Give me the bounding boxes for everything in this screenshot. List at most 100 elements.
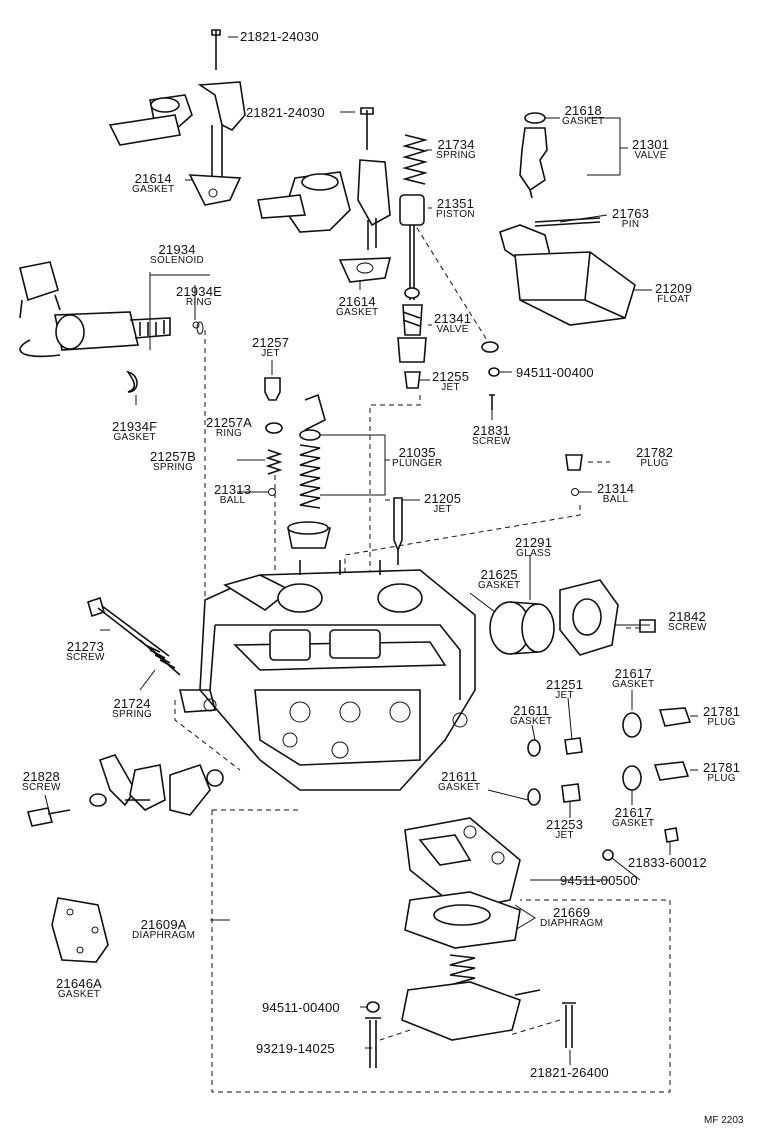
part-number: 94511-00500 [560,873,638,888]
part-name: GASKET [510,716,553,727]
carburetor-body [178,560,476,791]
part-label: 21934 SOLENOID [150,243,204,266]
part-label: 93219-14025 [256,1042,335,1055]
plunger [287,393,332,549]
part-name: JET [441,382,460,393]
part-label: 21255 JET [432,370,469,393]
part-name: GASKET [438,782,481,793]
part-label: 21669 DIAPHRAGM [540,906,603,929]
part-label: 21257A RING [206,416,252,439]
part-number: 21257B [150,449,197,464]
part-number: 21209 [655,281,693,296]
part-label: 21351 PISTON [436,197,475,220]
part-label: 21734 SPRING [436,138,476,161]
part-label: 21763 PIN [612,207,649,230]
part-name: PLUNGER [392,458,443,469]
assembly-dashed-lines [174,219,671,1093]
part-name: FLOAT [657,294,691,305]
leader-lines [44,36,698,1065]
part-name: GLASS [516,548,551,559]
choke-linkage [26,754,224,827]
part-number: 21291 [515,535,553,550]
part-label: 21314 BALL [597,482,634,505]
part-label: 21828 SCREW [22,770,61,793]
part-name: GASKET [478,580,521,591]
part-name: SOLENOID [150,255,205,266]
part-name: GASKET [612,679,655,690]
part-number: 21314 [597,481,635,496]
part-name: BALL [602,494,629,505]
throttle-arm-middle [257,107,392,283]
part-name: GASKET [132,184,175,195]
part-name: VALVE [436,324,469,335]
idle-screw [87,596,181,676]
part-name: DIAPHRAGM [132,930,196,941]
part-name: RING [215,428,243,439]
part-number: 21828 [22,769,60,784]
needle-valve [519,112,548,199]
part-label: 21301 VALVE [632,138,669,161]
part-number: 21257A [206,415,253,430]
part-label: 21781 PLUG [703,705,740,728]
part-name: JET [433,504,452,515]
part-number: 21301 [632,137,670,152]
part-name: RING [185,297,213,308]
part-label: 21625 GASKET [478,568,520,591]
part-number: 21351 [436,196,474,211]
part-name: SCREW [22,782,61,793]
right-side-fittings [527,707,692,861]
part-number: 21782 [636,445,674,460]
part-label: 21821-26400 [530,1066,609,1079]
part-number: 21833-60012 [628,855,707,870]
part-label: 21833-60012 [628,856,707,869]
part-label: 21341 VALVE [434,312,471,335]
part-label: 21782 PLUG [636,446,673,469]
part-number: 21611 [441,769,478,784]
part-label: 21724 SPRING [112,697,152,720]
part-label: 21611 GASKET [438,770,480,793]
part-number: 21734 [437,137,475,152]
figure-code: MF 2203 [704,1115,744,1126]
part-label: 21257B SPRING [150,450,196,473]
part-name: PLUG [640,458,669,469]
part-label: 21821-24030 [246,106,325,119]
part-name: JET [555,830,574,841]
part-label: 21821-24030 [240,30,319,43]
part-number: 21934 [158,242,196,257]
part-number: 94511-00400 [262,1000,340,1015]
part-name: PLUG [707,717,736,728]
part-name: SCREW [668,622,707,633]
diaphragm-gasket-21646a [51,897,109,963]
part-number: 21205 [424,491,462,506]
part-label: 21618 GASKET [562,104,604,127]
part-label: 21614 GASKET [132,172,174,195]
part-name: JET [555,690,574,701]
part-label: 21205 JET [424,492,461,515]
part-number: 21618 [564,103,602,118]
solenoid [19,261,204,393]
part-number: 21625 [480,567,518,582]
part-name: BALL [219,495,246,506]
part-label: 21609A DIAPHRAGM [132,918,195,941]
jet-21205 [393,497,403,565]
part-label: 94511-00400 [516,366,594,379]
small-hardware-right [488,367,583,496]
part-number: 21646A [56,976,103,991]
part-number: 21614 [134,171,172,186]
part-number: 21617 [614,805,652,820]
part-number: 21313 [214,482,252,497]
part-label: 21646A GASKET [56,977,102,1000]
part-number: 21273 [66,639,104,654]
part-label: 21831 SCREW [472,424,511,447]
part-name: SPRING [436,150,477,161]
part-name: GASKET [57,989,101,1000]
part-name: SCREW [66,652,105,663]
part-label: 21611 GASKET [510,704,552,727]
diaphragm-assembly [401,817,541,1041]
part-name: GASKET [336,307,379,318]
part-label: 21273 SCREW [66,640,105,663]
part-name: GASKET [113,432,156,443]
part-label: 21257 JET [252,336,289,359]
throttle-arm-upper [108,29,246,206]
